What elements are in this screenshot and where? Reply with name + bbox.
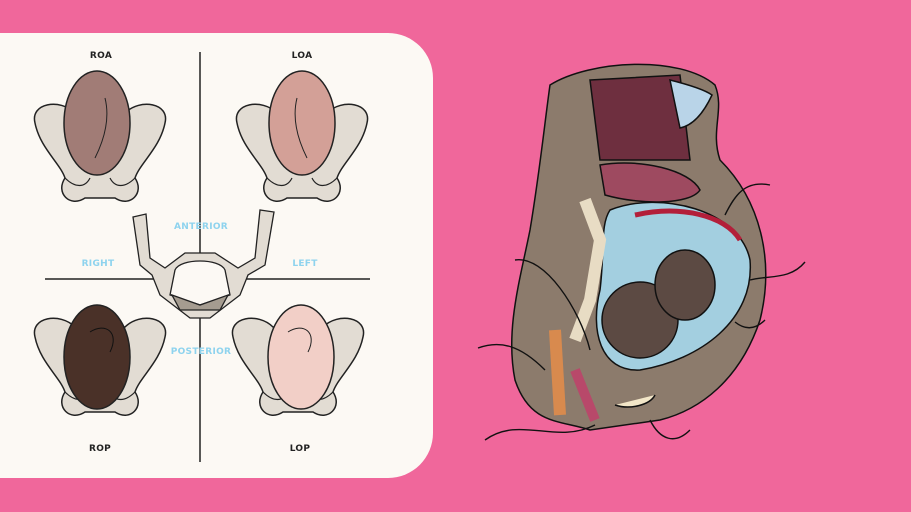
loa-illustration <box>235 70 369 202</box>
label-anterior: ANTERIOR <box>173 222 229 232</box>
label-right: RIGHT <box>81 259 115 269</box>
label-lop: LOP <box>289 444 311 454</box>
roa-illustration <box>33 70 167 202</box>
pregnancy-cross-section <box>510 63 767 431</box>
central-pelvis <box>132 209 275 319</box>
label-left: LEFT <box>292 259 318 269</box>
arrows <box>477 183 806 441</box>
rop-illustration <box>33 304 167 416</box>
lop-illustration <box>231 304 365 416</box>
label-rop: ROP <box>88 444 112 454</box>
label-posterior: POSTERIOR <box>170 347 232 357</box>
label-roa: ROA <box>89 51 113 61</box>
label-loa: LOA <box>291 51 313 61</box>
